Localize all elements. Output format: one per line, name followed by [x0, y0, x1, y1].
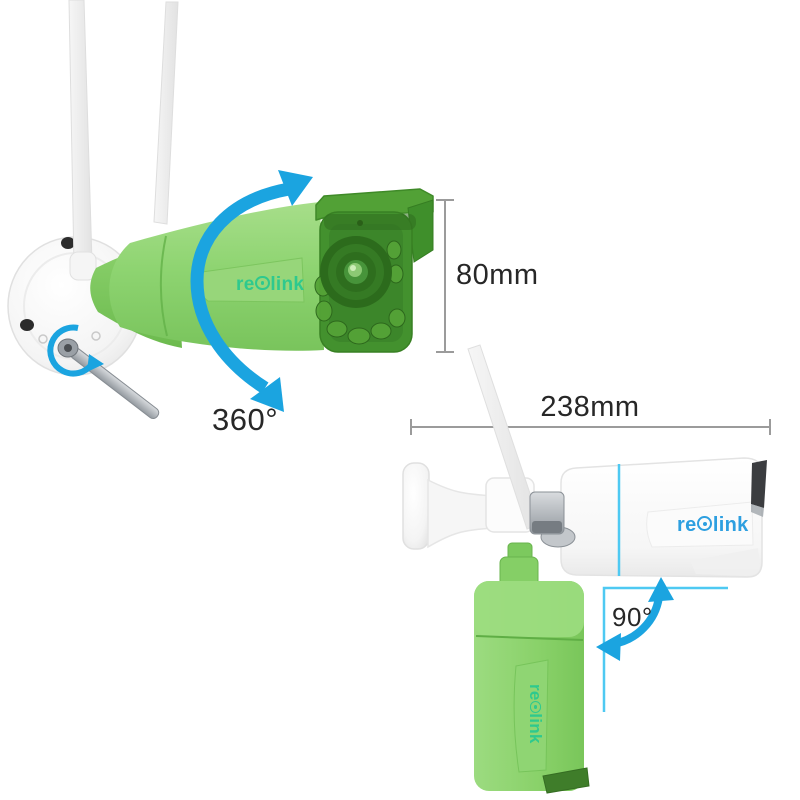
reolink-eye-icon [529, 701, 542, 713]
logo-text-post: link [712, 514, 749, 536]
camera-body-green-rotated [474, 581, 590, 794]
sunshade-edge-rotated [542, 767, 590, 794]
camera-rotated-logo-panel [513, 659, 549, 773]
lens-shade-edge-lower [751, 504, 764, 517]
logo-text-pre: re [236, 274, 255, 295]
camera-rotated-seam [475, 635, 584, 641]
mount-screw-top [61, 237, 75, 249]
reolink-logo-rotated: re link [525, 684, 545, 744]
screw-rotate-arrow [47, 324, 104, 377]
angle-arrowhead-up [648, 577, 674, 602]
dimension-line-80mm [436, 199, 454, 353]
rotation-arrowhead-bottom [250, 377, 284, 412]
logo-text-post: link [270, 274, 305, 295]
ir-led [386, 240, 402, 260]
antenna-left [68, 0, 93, 267]
angle-label: 90° [612, 602, 653, 632]
hinge-joint [529, 491, 576, 548]
wall-mount-arm-side [427, 478, 495, 549]
lens-shade-edge [751, 460, 767, 508]
height-dimension-label: 80mm [456, 259, 539, 291]
antenna-left-elbow [69, 251, 97, 281]
ir-led [326, 320, 348, 338]
camera-lens [320, 236, 392, 308]
perspective-view [7, 0, 454, 419]
ir-led [347, 327, 371, 345]
ir-led [315, 300, 333, 322]
ir-led [388, 308, 406, 328]
logo-text-post: link [526, 713, 545, 744]
camera-rotated-top-cap [474, 581, 584, 637]
unlock-icon [38, 334, 48, 344]
dimension-line-238mm [410, 419, 771, 435]
length-dimension-label: 238mm [540, 391, 640, 423]
ir-led [370, 322, 392, 340]
sensor-dot [357, 220, 363, 226]
ir-led-ring [314, 240, 406, 345]
rotation-label: 360° [212, 402, 279, 437]
lock-icon [91, 331, 101, 341]
angle-arrowhead-left [596, 633, 621, 661]
rotation-arrowhead-top [278, 170, 313, 206]
under-hood-shadow [324, 214, 416, 230]
camera-white-chin-shadow [690, 548, 760, 576]
angle-arrow-90 [596, 577, 674, 661]
wall-mount-disc-side [402, 462, 430, 550]
angle-lines-90 [602, 586, 728, 712]
rotation-arrow-360 [190, 170, 313, 412]
reolink-eye-icon [697, 516, 713, 532]
mount-screw-left [20, 319, 34, 331]
logo-text-pre: re [526, 684, 545, 701]
camera-body-seam [159, 235, 168, 337]
logo-text-pre: re [677, 514, 697, 536]
camera-front-assembly [314, 188, 434, 353]
side-view [402, 344, 771, 794]
reolink-eye-icon [255, 275, 270, 291]
antenna-right [153, 1, 179, 225]
